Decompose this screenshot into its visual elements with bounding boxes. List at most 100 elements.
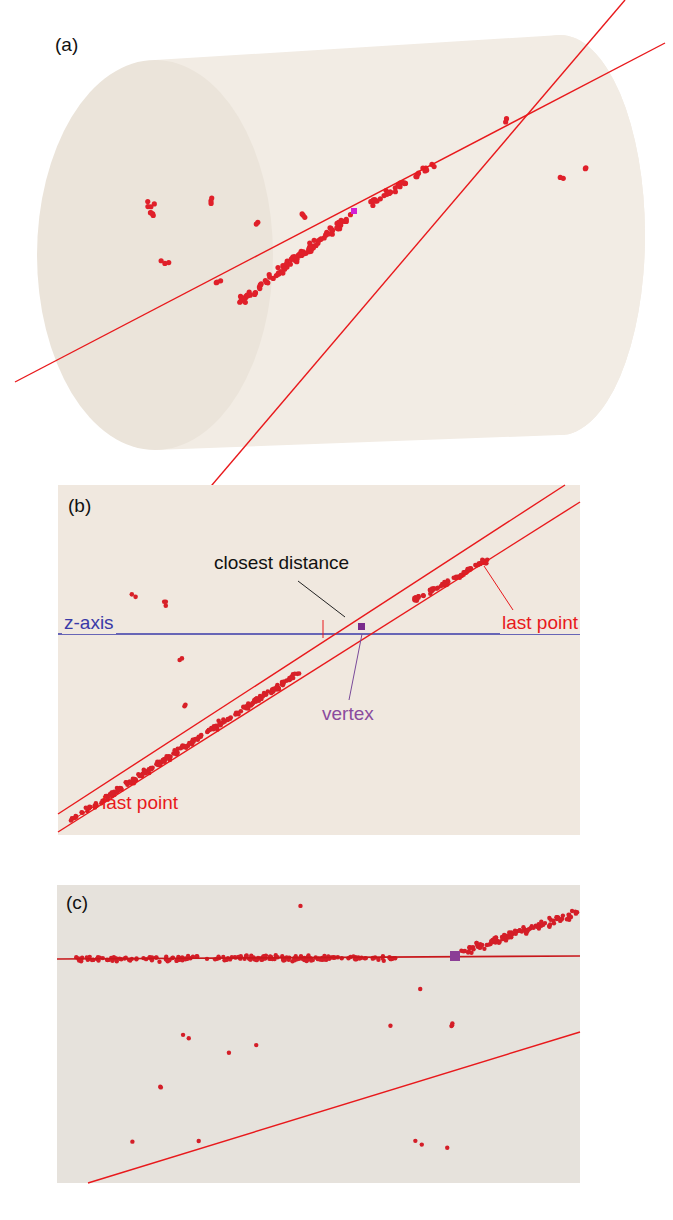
hit-dot [84,806,89,811]
track-line [15,43,665,382]
hit-dot [180,656,185,661]
hit-dot [583,166,588,171]
hit-dot [130,592,135,597]
hit-dot [298,904,302,908]
hit-dot [280,270,285,275]
hit-dot [149,766,154,771]
hit-dot [199,734,204,739]
hit-dot [497,941,501,945]
hit-dot [323,232,328,237]
hit-dot [148,210,153,215]
hit-dot [222,718,227,723]
hit-dot [527,927,531,931]
hit-dot [174,959,178,963]
hit-dots [145,116,588,305]
axis-label: z-axis [62,612,116,634]
hit-dot [307,245,312,250]
hit-dot [566,913,570,917]
vertex-marker [450,951,460,961]
hit-dot [386,190,391,195]
hit-dot [521,925,525,929]
leader-line [298,581,345,617]
hit-dot [137,774,142,779]
hit-dot [324,232,329,237]
hit-dot [302,215,307,220]
hit-dots [74,904,579,1150]
hit-dot [421,594,426,599]
track-line [58,485,565,814]
hit-dot [209,727,214,732]
hit-dot [520,929,524,933]
panel-letter: (a) [55,34,78,56]
hit-dot [342,219,347,224]
leader-line [72,804,98,820]
callout-label: last point [500,612,580,634]
hit-dot [413,174,418,179]
hit-dot [293,672,298,677]
hit-dot [306,249,311,254]
hit-dot [159,1085,163,1089]
vertex-marker [358,623,365,630]
hit-dot [370,203,375,208]
hit-dot [561,176,566,181]
hit-dot [292,958,296,962]
hit-dot [513,928,517,932]
hit-dot [393,189,398,194]
hit-dot [301,251,306,256]
hit-dot [412,596,417,601]
hit-dot [486,942,490,946]
panel-ground [57,885,580,1183]
hit-dot [537,926,541,930]
hit-dot [142,769,147,774]
hit-dot [250,701,255,706]
vertex-marker [351,208,357,214]
hit-dot [172,748,177,753]
hit-dot [475,941,479,945]
hit-dot [236,710,241,715]
hit-dot [264,692,269,697]
hit-dot [163,599,168,604]
hit-dot [254,222,259,227]
hit-dot [267,272,272,277]
hit-dot [289,676,294,681]
hit-dot [449,1024,453,1028]
hit-dot [445,1146,449,1150]
hit-dot [336,221,341,226]
hit-dot [502,933,506,937]
hit-dot [461,949,465,953]
hit-dot [376,957,380,961]
hit-dot [280,680,285,685]
panel-letter: (c) [66,892,88,914]
hit-dots [69,557,490,822]
callout-label: vertex [322,703,374,725]
hit-dot [552,921,556,925]
hit-dot [259,281,264,286]
callout-label: closest distance [214,552,349,574]
hit-dot [274,685,279,690]
hit-dot [450,1023,454,1027]
hit-dot [474,941,478,945]
hit-dot [157,960,161,964]
hit-dot [254,1043,258,1047]
hit-dot [503,119,508,124]
hit-dot [531,926,535,930]
hit-dot [319,236,324,241]
cylinder-end [475,35,645,435]
hit-dot [226,717,231,722]
hit-dot [575,910,579,914]
hit-dot [133,595,138,600]
hit-dot [478,945,482,949]
cylinder [37,35,645,450]
hit-dot [420,1142,424,1146]
hit-dot [567,913,571,917]
hit-dot [329,227,334,232]
track-line [58,502,580,832]
hit-dot [259,697,264,702]
hit-dot [583,165,588,170]
hit-dot [162,757,167,762]
track-line [88,1032,580,1183]
hit-dot [167,755,172,760]
hit-dot [197,1139,201,1143]
hit-dot [335,226,340,231]
hit-dot [149,210,154,215]
